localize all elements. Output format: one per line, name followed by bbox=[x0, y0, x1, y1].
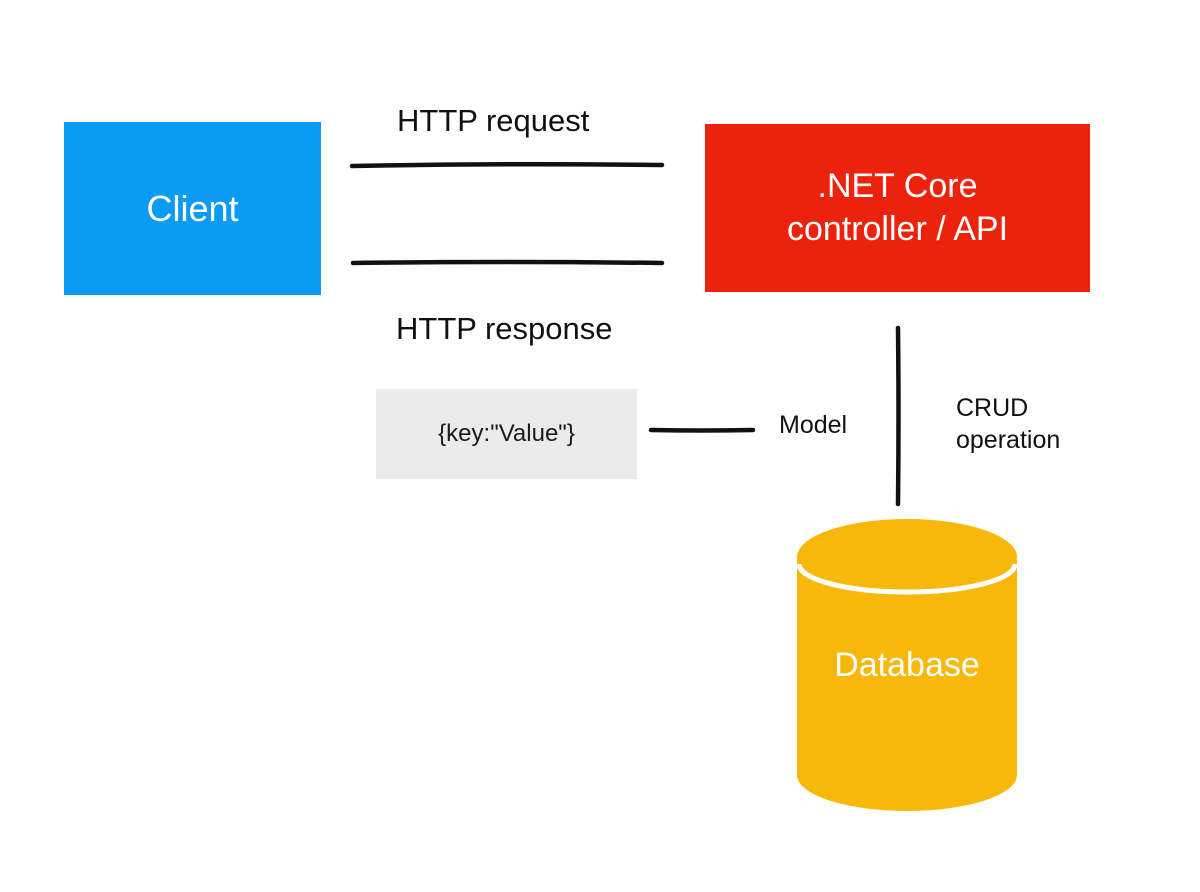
api-label-line1: .NET Core bbox=[817, 167, 978, 205]
model-label: Model bbox=[779, 411, 848, 439]
client-label: Client bbox=[146, 187, 239, 229]
model-line bbox=[648, 427, 756, 433]
crud-label-line2: operation bbox=[956, 426, 1061, 454]
database-cylinder bbox=[796, 519, 1018, 811]
api-label-line2: controller / API bbox=[786, 210, 1009, 248]
crud-line bbox=[895, 325, 901, 507]
http-response-line bbox=[350, 259, 665, 266]
database-top bbox=[797, 519, 1017, 595]
http-request-line bbox=[349, 161, 665, 169]
database-body bbox=[797, 560, 1017, 811]
http-response-label: HTTP response bbox=[396, 311, 613, 346]
client-box: Client bbox=[64, 122, 321, 295]
json-model-box: {key:"Value"} bbox=[376, 389, 637, 479]
crud-label-line1: CRUD bbox=[956, 394, 1029, 422]
database-label: Database bbox=[834, 646, 980, 684]
http-request-label: HTTP request bbox=[397, 103, 590, 138]
database-rim bbox=[796, 563, 1018, 595]
json-model-label: {key:"Value"} bbox=[438, 420, 575, 447]
api-box: .NET Core controller / API bbox=[705, 124, 1090, 292]
crud-operation-label: CRUD operation bbox=[956, 392, 1116, 456]
